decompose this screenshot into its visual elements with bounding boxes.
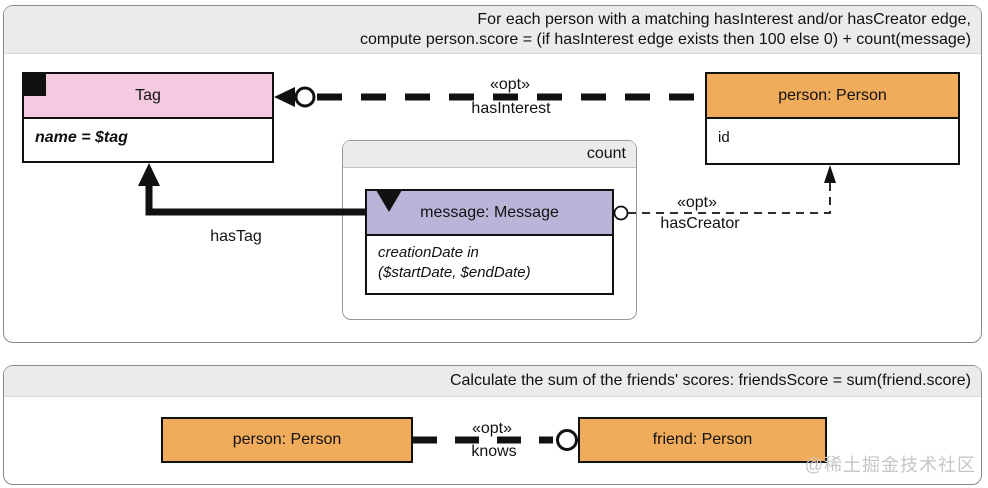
panel-top-header: For each person with a matching hasInter…	[4, 6, 981, 54]
node-tag-title: Tag	[135, 86, 161, 104]
node-tag: Tag name = $tag	[22, 72, 274, 163]
node-message-header: message: Message	[367, 190, 612, 236]
node-person-bottom-header: person: Person	[163, 419, 411, 461]
edge-hascreator-label: hasCreator	[660, 215, 740, 232]
node-friend-title: friend: Person	[652, 431, 753, 448]
edge-knows-stereotype: «opt»	[471, 420, 513, 437]
node-tag-attribute: name = $tag	[35, 129, 128, 146]
node-friend: friend: Person	[578, 417, 827, 463]
edge-knows-label: knows	[471, 443, 517, 460]
edge-hasinterest-label: hasInterest	[471, 100, 551, 117]
node-person: person: Person id	[705, 72, 960, 165]
tag-corner-marker-icon	[22, 72, 46, 96]
node-person-bottom-title: person: Person	[232, 431, 342, 448]
message-corner-marker-icon	[376, 190, 402, 212]
node-person-attribute: id	[718, 129, 730, 146]
node-message-attribute: creationDate in ($startDate, $endDate)	[367, 236, 612, 283]
watermark: @稀土掘金技术社区	[804, 455, 976, 475]
node-person-header: person: Person	[707, 74, 958, 119]
node-person-title: person: Person	[778, 86, 887, 104]
node-tag-header: Tag	[22, 72, 272, 119]
panel-top-header-line1: For each person with a matching hasInter…	[477, 11, 971, 28]
edge-hascreator-stereotype: «opt»	[676, 194, 718, 211]
edge-hasinterest-stereotype: «opt»	[489, 76, 531, 93]
node-person-bottom: person: Person	[161, 417, 413, 463]
panel-bottom-header: Calculate the sum of the friends' scores…	[4, 366, 981, 397]
panel-top-header-line2: compute person.score = (if hasInterest e…	[360, 31, 971, 48]
node-message-attribute-line1: creationDate in	[378, 244, 479, 261]
count-group-label: count	[343, 141, 636, 168]
node-message-title: message: Message	[420, 203, 559, 221]
node-message: message: Message creationDate in ($start…	[365, 189, 614, 295]
edge-hastag-label: hasTag	[210, 228, 262, 245]
node-message-attribute-line2: ($startDate, $endDate)	[378, 264, 531, 281]
node-friend-header: friend: Person	[580, 419, 825, 461]
